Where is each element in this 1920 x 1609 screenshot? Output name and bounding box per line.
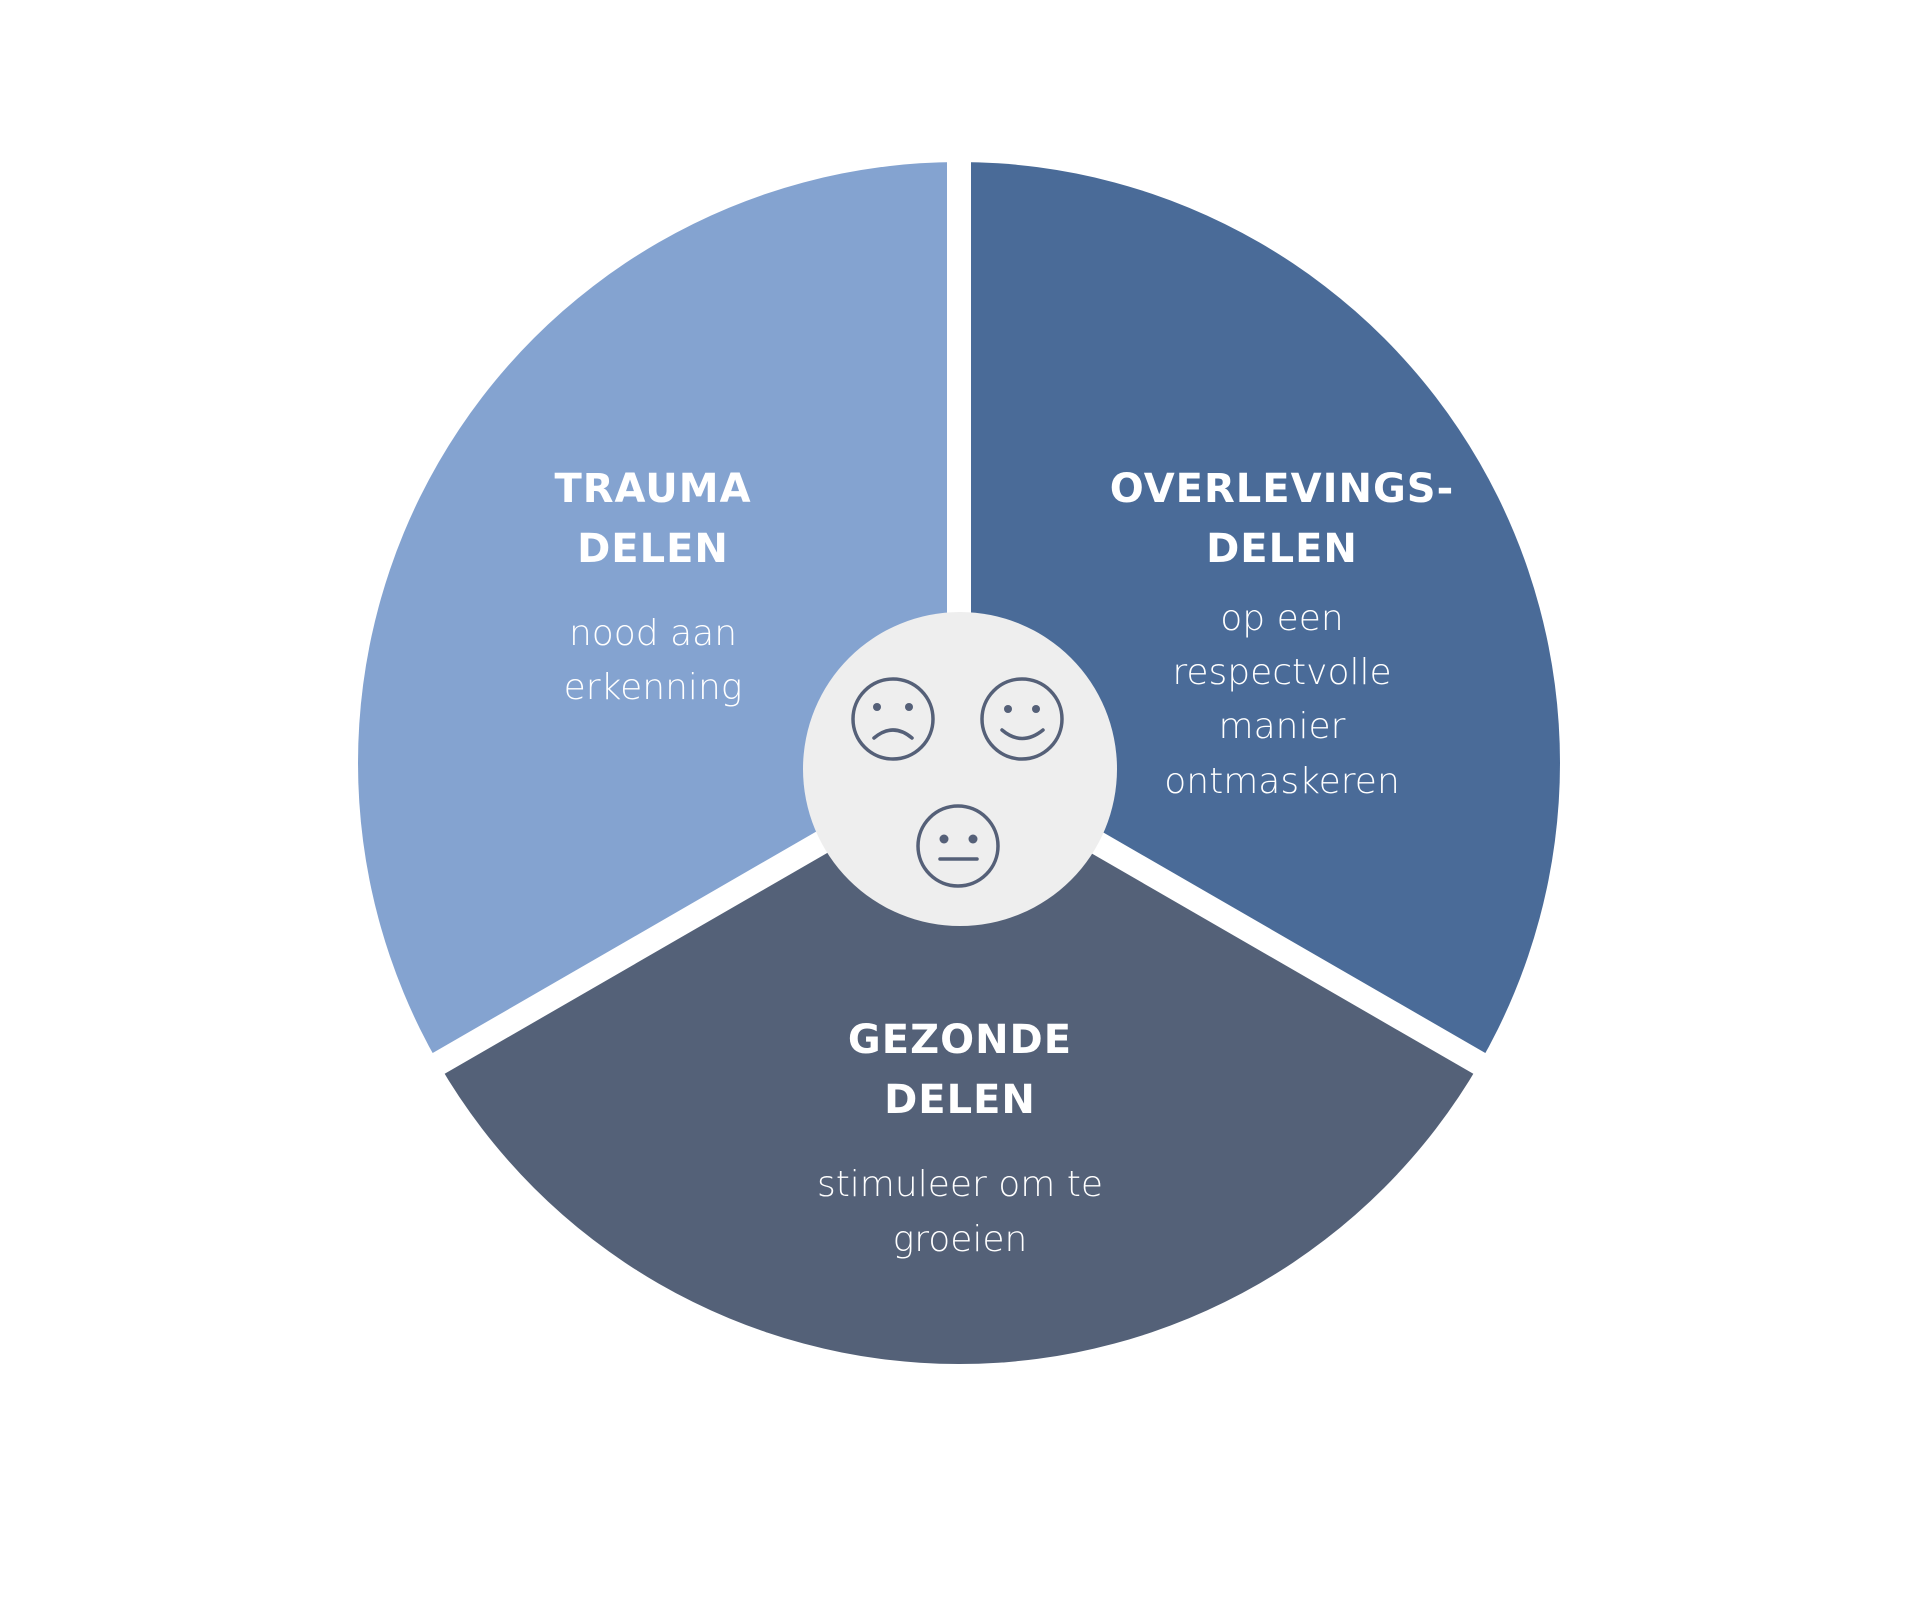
segment-title: DELEN [884,1077,1036,1123]
segment-title: TRAUMA [554,466,751,512]
happy-face-icon [980,677,1064,761]
segment-trauma-label: TRAUMA DELEN nood aan erkenning [554,466,751,708]
segment-subtitle: manier [1219,706,1346,747]
segment-subtitle: respectvolle [1172,652,1391,693]
segment-subtitle: ontmaskeren [1164,761,1400,802]
segment-title: DELEN [1206,526,1358,572]
sad-face-icon [851,677,935,761]
segment-subtitle: groeien [893,1219,1028,1260]
segment-subtitle: op een [1220,598,1343,639]
segment-title: GEZONDE [848,1017,1072,1063]
center-circle [803,612,1117,926]
segment-subtitle: nood aan [569,613,737,654]
segment-subtitle: stimuleer om te [817,1164,1103,1205]
neutral-face-icon [916,804,1000,888]
segment-overlevings-label: OVERLEVINGS- DELEN op een respectvolle m… [1110,466,1454,802]
segment-title: DELEN [577,526,729,572]
segment-gezonde-label: GEZONDE DELEN stimuleer om te groeien [817,1017,1103,1260]
segment-title: OVERLEVINGS- [1110,466,1454,512]
segment-subtitle: erkenning [564,667,743,708]
